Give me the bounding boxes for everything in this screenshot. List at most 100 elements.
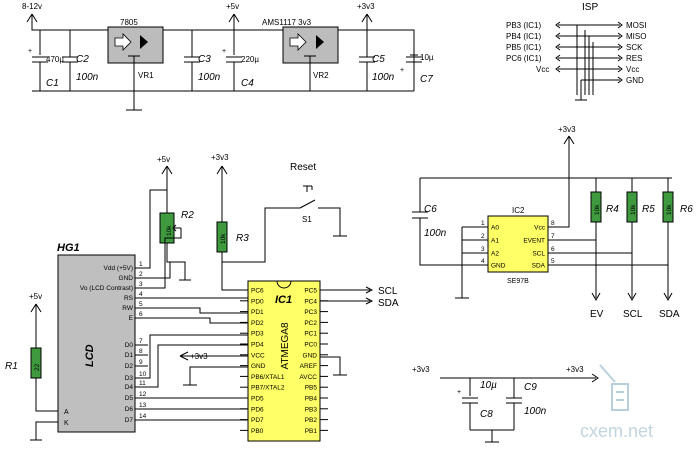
isp-left-1: PB4 (IC1): [506, 32, 541, 41]
c4-value: 220µ: [241, 55, 259, 64]
c4-ref: C4: [241, 78, 254, 89]
ic1-left-pin: PD7: [251, 417, 264, 424]
vr1-ref: VR1: [138, 71, 154, 80]
c2-ref: C2: [76, 54, 89, 65]
c9-ref: C9: [524, 382, 537, 393]
r6-ref: R6: [680, 204, 693, 215]
rail-5v-label: +5v: [226, 2, 239, 11]
svg-text:+: +: [400, 67, 404, 74]
isp-right-2: SCK: [626, 43, 643, 52]
ic2-right-pin: SCL: [532, 251, 545, 258]
lcd-pin-number: 1: [139, 261, 143, 268]
c8-ref: C8: [480, 409, 493, 420]
svg-text:+: +: [28, 48, 32, 55]
ic1-left-pin: PD2: [251, 320, 264, 327]
lcd-pin-number: 12: [139, 391, 147, 398]
r1-rail: +5v: [29, 292, 42, 301]
ic1-right-pin: PC5: [304, 288, 317, 295]
power-supply-section: 8-12v + 470µ C1 C2 100n 7805 VR1 +5v C3 …: [22, 2, 434, 111]
isp-right-3: RES: [626, 54, 642, 63]
ic2-left-pin: A1: [491, 238, 499, 245]
ic1-right-pin: AVCC: [299, 374, 317, 381]
isp-left-2: PB5 (IC1): [506, 43, 541, 52]
lcd-pin-name: GND: [119, 275, 134, 282]
c1-value: 470µ: [46, 55, 64, 64]
lcd-pin-name: RS: [124, 295, 134, 302]
ic2-left-num: 4: [481, 258, 485, 265]
lcd-pin-name: Vdd (+5V): [104, 265, 133, 272]
ic1-right-pin: PC1: [304, 331, 317, 338]
vr2-ref: VR2: [313, 71, 329, 80]
decoupling-section: +3v3 +3v3 + 10µ C8 C9 100n: [412, 365, 599, 443]
ic1-body: [247, 280, 321, 442]
ic1-ref: IC1: [275, 294, 292, 306]
c5-value: 100n: [372, 72, 395, 83]
lcd-pin-number: 13: [139, 402, 147, 409]
r1-body: [30, 347, 42, 379]
rail-33-label: +3v3: [357, 2, 375, 11]
r4-ref: R4: [606, 204, 619, 215]
watermark: cxem.net: [580, 364, 653, 441]
ic2-right-pin: Vcc: [534, 225, 546, 232]
c9-value: 100n: [524, 406, 547, 417]
isp-left-4: Vcc: [536, 65, 549, 74]
c1-ref: C1: [46, 78, 59, 89]
ic1-scl-label: SCL: [378, 286, 398, 297]
lcd-pin-name: D3: [125, 375, 134, 382]
ic1-right-pin: PB3: [305, 406, 318, 413]
ic2-left-num: 1: [481, 220, 485, 227]
c3-value: 100n: [198, 72, 221, 83]
ic2-left-pin: GND: [491, 263, 506, 270]
ic1-left-pin: VCC: [251, 352, 265, 359]
s1-ref: S1: [302, 215, 312, 224]
ic1-left-pin: PD5: [251, 396, 264, 403]
isp-right-0: MOSI: [626, 21, 646, 30]
ic2-left-pin: A0: [491, 225, 499, 232]
svg-text:+: +: [457, 389, 461, 396]
input-voltage-label: 8-12v: [22, 2, 42, 11]
watermark-text: cxem.net: [580, 421, 653, 441]
ic2-right-num: 8: [551, 220, 555, 227]
reset-label: Reset: [290, 162, 316, 173]
lcd-body: [57, 254, 136, 433]
lcd-pin-number: 9: [139, 359, 143, 366]
c2-value: 100n: [76, 72, 99, 83]
r1-value: 22: [34, 363, 41, 371]
r2-ref: R2: [181, 210, 194, 221]
decoupling-rail-left: +3v3: [412, 365, 430, 374]
lcd-pin-number: 2: [139, 271, 143, 278]
vr1-part: 7805: [120, 18, 138, 27]
ic2-out-scl: SCL: [623, 309, 643, 320]
c6-value: 100n: [424, 228, 447, 239]
ic1-sda-label: SDA: [378, 298, 399, 309]
lcd-pin-name: D1: [125, 352, 134, 359]
r2-value: 10k: [166, 225, 173, 236]
vr2-part: AMS1117 3v3: [262, 18, 312, 27]
ic1-right-pin: PB4: [305, 396, 318, 403]
ic1-left-pin: PD4: [251, 342, 264, 349]
ic1-right-pin: PC0: [304, 342, 317, 349]
ic2-left-num: 2: [481, 233, 485, 240]
ic2-out-ev: EV: [590, 309, 604, 320]
ic1-right-pin: GND: [303, 352, 318, 359]
ic1-left-pin: PD6: [251, 406, 264, 413]
ic1-left-pin: GND: [251, 363, 266, 370]
c5-ref: C5: [372, 54, 385, 65]
r3-ref: R3: [236, 233, 249, 244]
lcd-pin-name: D2: [125, 363, 134, 370]
ic1-left-pin: PD1: [251, 309, 264, 316]
ic2-right-num: 6: [551, 246, 555, 253]
isp-left-3: PC6 (IC1): [506, 54, 542, 63]
r5-value: 10k: [630, 204, 637, 215]
r5-ref: R5: [642, 204, 655, 215]
lcd-ref: HG1: [57, 242, 80, 254]
c3-ref: C3: [198, 54, 211, 65]
ic2-right-num: 5: [551, 258, 555, 265]
lcd-pin-name: D6: [125, 406, 134, 413]
c6-ref: C6: [424, 204, 437, 215]
ic2-out-sda: SDA: [659, 309, 680, 320]
